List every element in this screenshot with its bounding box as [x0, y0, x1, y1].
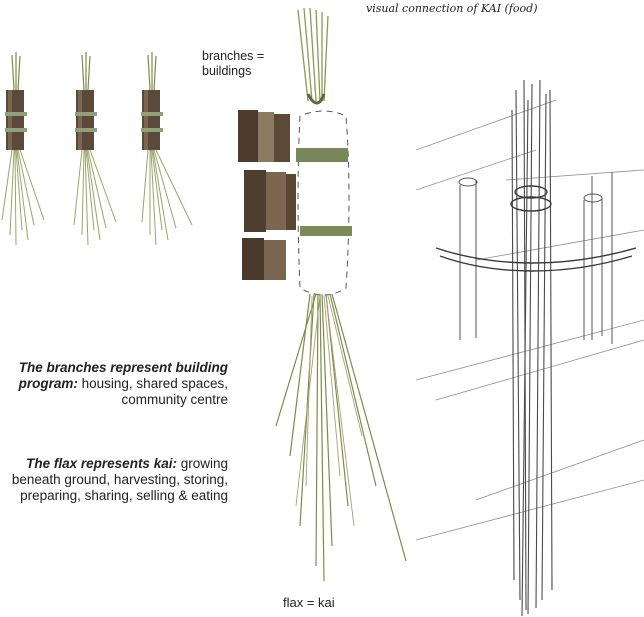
flax-description-lead: The flax represents kai: [26, 456, 177, 471]
bundle-image-3 [136, 50, 200, 250]
pencil-sketch-image [416, 80, 644, 617]
bundle-image-1 [0, 50, 60, 250]
flax-label: flax = kai [283, 595, 373, 610]
branches-description: The branches represent building program:… [0, 360, 228, 408]
flax-description: The flax represents kai: growing beneath… [0, 456, 228, 504]
exploded-bundle-image [236, 6, 416, 586]
bundle-image-2 [70, 50, 130, 250]
branches-description-body: housing, shared spaces, community centre [78, 376, 228, 407]
